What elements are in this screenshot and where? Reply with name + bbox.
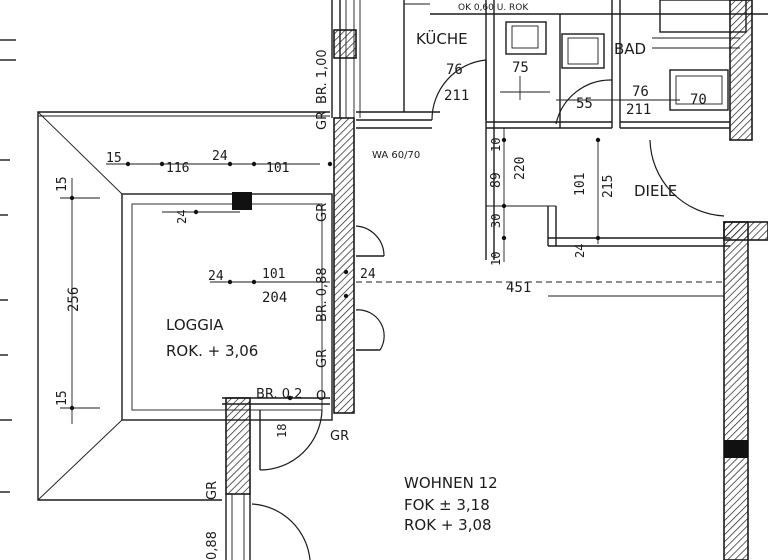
note-bottom-088: 0,88	[205, 531, 220, 560]
note-gr-1: GR	[315, 111, 330, 130]
dim-15a: 15	[106, 151, 122, 166]
dim-76a: 76	[446, 62, 463, 78]
wall-upper-left	[333, 29, 357, 59]
dim-75: 75	[512, 60, 529, 76]
room-label-bad: BAD	[614, 40, 646, 58]
dim-101c: 101	[573, 173, 588, 196]
room-label-loggia-rok: ROK. + 3,06	[166, 342, 258, 360]
note-gr-3: GR	[315, 349, 330, 368]
note-gr-5: GR	[205, 481, 220, 500]
dim-24c: 24	[208, 269, 224, 284]
note-br100: BR. 1,00	[315, 49, 330, 104]
room-label-diele: DIELE	[634, 182, 677, 200]
dim-24b: 24	[175, 210, 189, 224]
dim-55: 55	[576, 96, 593, 112]
dimension-ticks	[69, 137, 601, 411]
room-label-wohnen-fok: FOK ± 3,18	[404, 496, 490, 514]
note-gr-4: GR	[330, 429, 349, 444]
dim-215: 215	[601, 175, 616, 198]
dim-24e: 24	[573, 244, 587, 258]
dim-70: 70	[690, 92, 707, 108]
door-swings	[251, 59, 725, 560]
margin-ticks	[0, 39, 16, 493]
dim-101b: 101	[262, 267, 285, 282]
dim-30: 30	[489, 214, 503, 228]
wall-east-lower	[723, 221, 749, 560]
dim-76b: 76	[632, 84, 649, 100]
dim-101a: 101	[266, 161, 289, 176]
room-label-wohnen-rok: ROK + 3,08	[404, 516, 492, 534]
room-label-kueche: KÜCHE	[416, 29, 468, 48]
note-top-fragment: OK 0,60 U. ROK	[458, 3, 529, 13]
loggia-column	[232, 192, 252, 210]
wall-east-stub	[723, 221, 768, 241]
dim-451: 451	[506, 280, 531, 296]
dim-24d: 24	[360, 267, 376, 282]
room-label-wohnen: WOHNEN 12	[404, 474, 498, 492]
note-o: O	[316, 389, 326, 404]
dim-204: 204	[262, 290, 287, 306]
diele-walls	[485, 128, 730, 260]
dim-10b: 10	[489, 252, 503, 266]
note-br02: BR. 0,2	[256, 387, 302, 402]
dim-211a: 211	[444, 88, 469, 104]
dim-24a: 24	[212, 149, 228, 164]
room-label-loggia: LOGGIA	[166, 316, 224, 334]
wall-loggia-south	[225, 397, 251, 495]
note-gr-2: GR	[315, 203, 330, 222]
dim-220: 220	[513, 157, 528, 180]
wall-loggia-east	[333, 117, 355, 414]
dim-15bottom: 15	[55, 390, 70, 406]
dim-211b: 211	[626, 102, 651, 118]
note-wa: WA 60/70	[372, 150, 420, 161]
dim-256: 256	[66, 287, 82, 312]
dim-116: 116	[166, 161, 189, 176]
dim-15left: 15	[55, 176, 70, 192]
dim-18: 18	[275, 424, 289, 438]
wall-east-upper	[729, 0, 753, 141]
dim-10a: 10	[489, 138, 503, 152]
dim-89: 89	[489, 172, 504, 188]
note-br088: BR. 0,88	[315, 267, 330, 322]
